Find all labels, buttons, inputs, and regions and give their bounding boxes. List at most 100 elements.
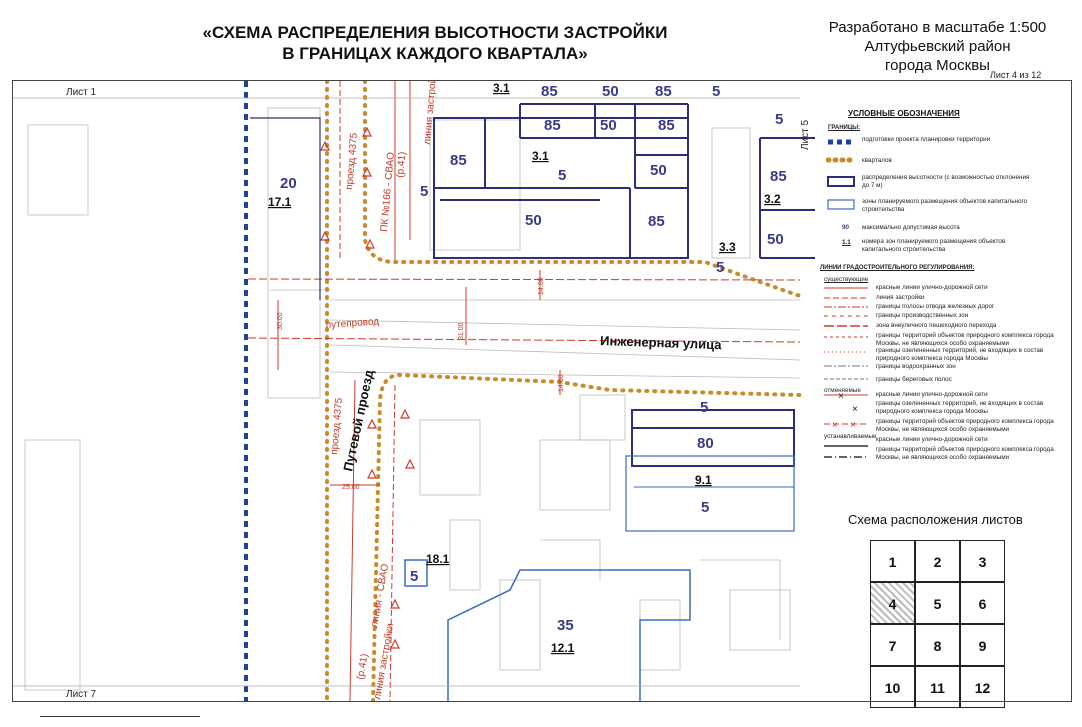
zone-height: 85 xyxy=(541,83,558,100)
street-inzhenernaya: Инженерная улица xyxy=(600,333,723,352)
r41-bottom-label: (р.41) xyxy=(355,653,370,681)
zone-12-1-boundary xyxy=(447,569,691,701)
legend-boundaries-head: ГРАНИЦЫ: xyxy=(828,125,861,131)
legend-item: подготовки проекта планировки территории xyxy=(862,136,991,143)
legend-reg-item: границы водоохранных зон xyxy=(876,363,956,370)
zone-height: 85 xyxy=(655,83,672,100)
legend-title: УСЛОВНЫЕ ОБОЗНАЧЕНИЯ xyxy=(848,109,960,118)
sheet-ref-bottom: Лист 7 xyxy=(66,689,97,700)
zone-height: 5 xyxy=(701,499,709,516)
sheet-cell[interactable]: 9 xyxy=(960,624,1005,666)
zone-height: 50 xyxy=(650,162,667,179)
map-svg: 85 50 85 85 50 85 85 5 50 50 5 85 5 5 85… xyxy=(13,81,815,701)
svg-text:×: × xyxy=(832,420,838,431)
zone-3-1-boundaries xyxy=(433,103,815,259)
zone-height: 5 xyxy=(712,83,720,100)
proezd-label-bottom: проезд 4375 xyxy=(329,397,345,455)
puteprovod-label: путепровод xyxy=(325,316,379,331)
footer-line xyxy=(40,716,200,717)
legend-cancelled-head: отменяемые xyxy=(824,387,861,394)
quarter-boundaries xyxy=(325,81,802,701)
legend-item: зоны планируемого размещения объектов ка… xyxy=(862,198,1028,213)
zone-height: 20 xyxy=(280,175,297,192)
sheet-number: Лист 4 из 12 xyxy=(990,70,1042,80)
zone-height: 35 xyxy=(557,617,574,634)
legend-established-head: устанавливаемые xyxy=(824,433,877,440)
sheet-cell[interactable]: 11 xyxy=(915,666,960,708)
sheet-cell[interactable]: 2 xyxy=(915,540,960,582)
zone-height: 50 xyxy=(767,231,784,248)
legend-line-symbols: × × × × xyxy=(824,287,868,458)
scale-block: Разработано в масштабе 1:500 Алтуфьевски… xyxy=(810,18,1065,75)
zone-label: 12.1 xyxy=(551,641,575,655)
legend-est-item: красные линии улично-дорожной сети xyxy=(876,436,988,443)
proezd-label-top: проезд 4375 xyxy=(344,132,360,190)
sheet-cell[interactable]: 3 xyxy=(960,540,1005,582)
zone-9-1-lower xyxy=(625,455,795,532)
legend-reg-item: границы территорий объектов природного к… xyxy=(876,332,1054,347)
dimension: 14.00 xyxy=(558,374,565,392)
dimension: 30.00 xyxy=(277,312,284,330)
background-buildings xyxy=(24,107,801,691)
red-line-markers xyxy=(320,126,415,649)
sheet-frame xyxy=(12,80,1072,702)
legend-symbols xyxy=(826,139,856,210)
zone-height: 50 xyxy=(600,117,617,134)
legend-reg-item: границы полосы отвода железных дорог xyxy=(876,303,995,310)
zone-label: 3.2 xyxy=(764,192,781,206)
zone-height: 5 xyxy=(410,568,418,585)
sheet-cell[interactable]: 12 xyxy=(960,666,1005,708)
zone-height: 85 xyxy=(648,213,665,230)
legend-item: распределения высотности (с возможностью… xyxy=(862,174,1030,189)
map-title: «СХЕМА РАСПРЕДЕЛЕНИЯ ВЫСОТНОСТИ ЗАСТРОЙК… xyxy=(150,22,720,64)
zone-17-1-boundary xyxy=(250,117,321,300)
zone-9-1-boundaries xyxy=(631,409,795,467)
zone-height: 80 xyxy=(697,435,714,452)
street-putevoy: Путевой проезд xyxy=(340,368,376,473)
svg-text:×: × xyxy=(838,391,844,402)
district-line: Алтуфьевский район xyxy=(864,38,1011,55)
legend-regulation-head: ЛИНИИ ГРАДОСТРОИТЕЛЬНОГО РЕГУЛИРОВАНИЯ: xyxy=(820,265,975,271)
sheet-ref-top: Лист 1 xyxy=(66,87,97,98)
zone-height: 50 xyxy=(525,212,542,229)
zone-18-1-boundary xyxy=(404,559,428,587)
sheet-cell-current[interactable]: 4 xyxy=(870,582,915,624)
legend-reg-item: границы озелененных территорий, не входя… xyxy=(876,347,1044,362)
title-line-2: В ГРАНИЦАХ КАЖДОГО КВАРТАЛА» xyxy=(282,44,588,63)
sheet-cell[interactable]: 8 xyxy=(915,624,960,666)
sheet-cell[interactable]: 10 xyxy=(870,666,915,708)
legend-reg-item: линия застройки xyxy=(876,294,925,301)
dimension: 25.00 xyxy=(342,484,360,491)
sheet-grid-title: Схема расположения листов xyxy=(848,512,1023,527)
red-line-sw-label: линия - СВАО xyxy=(369,563,391,629)
legend-cancel-item: границы озелененных территорий, не входя… xyxy=(876,400,1044,415)
zone-height: 85 xyxy=(658,117,675,134)
zone-label: 3.1 xyxy=(532,149,549,163)
zone-label: 3.1 xyxy=(493,81,510,95)
zone-height: 50 xyxy=(602,83,619,100)
zone-height: 85 xyxy=(450,152,467,169)
zone-height: 5 xyxy=(716,259,724,276)
zone-height: 5 xyxy=(775,111,783,128)
height-numbers: 85 50 85 85 50 85 85 5 50 50 5 85 5 5 85… xyxy=(280,83,787,634)
map-canvas[interactable]: 85 50 85 85 50 85 85 5 50 50 5 85 5 5 85… xyxy=(13,81,815,701)
legend-cancel-item: границы территорий объектов природного к… xyxy=(876,418,1054,433)
zastroyka-label-top: линия застройки xyxy=(422,81,440,145)
sheet-cell[interactable]: 6 xyxy=(960,582,1005,624)
pk-label: ПК №166 - СВАО xyxy=(379,152,397,233)
dimension: 31.00 xyxy=(458,322,465,340)
legend-existing-head: существующие xyxy=(824,276,869,283)
legend-reg-item: границы производственных зон xyxy=(876,312,969,319)
zone-height: 5 xyxy=(700,399,708,416)
sheet-cell[interactable]: 7 xyxy=(870,624,915,666)
svg-text:×: × xyxy=(850,420,856,431)
zone-label: 3.3 xyxy=(719,240,736,254)
sheet-cell[interactable]: 1 xyxy=(870,540,915,582)
zone-label: 9.1 xyxy=(695,473,712,487)
sheet-cell[interactable]: 5 xyxy=(915,582,960,624)
title-line-1: «СХЕМА РАСПРЕДЕЛЕНИЯ ВЫСОТНОСТИ ЗАСТРОЙК… xyxy=(202,23,668,42)
legend-panel: УСЛОВНЫЕ ОБОЗНАЧЕНИЯ ГРАНИЦЫ: подготовки… xyxy=(816,81,1071,701)
zone-height: 5 xyxy=(420,183,428,200)
legend-item: максимально допустимая высота xyxy=(862,224,960,231)
sheet-refs: Лист 1 Лист 7 Лист 5 xyxy=(66,87,811,700)
